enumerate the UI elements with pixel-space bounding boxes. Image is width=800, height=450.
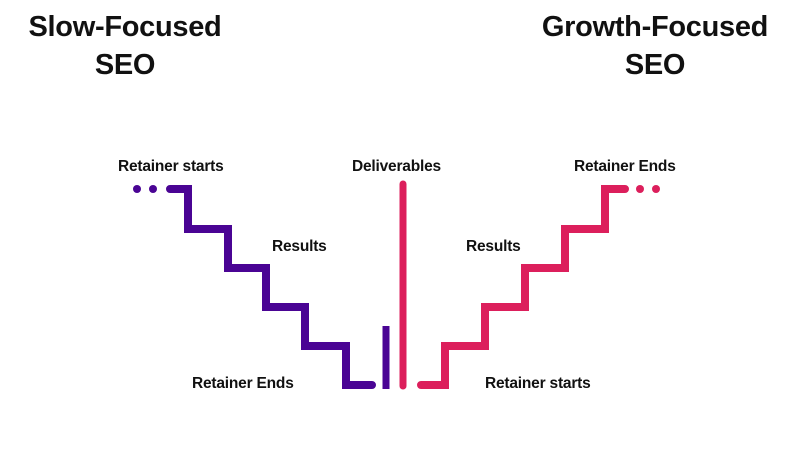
label-slow-retainer-starts: Retainer starts <box>118 158 224 175</box>
label-growth-retainer-starts: Retainer starts <box>485 375 591 392</box>
ellipsis-dot-icon <box>149 185 157 193</box>
label-growth-retainer-ends: Retainer Ends <box>574 158 676 175</box>
slow-focused-title-line1: Slow-Focused <box>28 11 222 43</box>
slow-focused-title-line2: SEO <box>94 49 156 81</box>
label-slow-retainer-ends: Retainer Ends <box>192 375 294 392</box>
slow-staircase-line <box>166 185 376 389</box>
growth-focused-title: Growth-Focused SEO <box>524 8 786 84</box>
label-growth-results: Results <box>466 238 521 255</box>
ellipsis-dot-icon <box>652 185 660 193</box>
label-deliverables: Deliverables <box>352 158 441 175</box>
ellipsis-dot-icon <box>133 185 141 193</box>
label-slow-results: Results <box>272 238 327 255</box>
slow-focused-title: Slow-Focused SEO <box>0 8 250 84</box>
growth-focused-staircase <box>417 185 660 389</box>
ellipsis-dot-icon <box>636 185 644 193</box>
slow-focused-staircase <box>133 185 390 389</box>
growth-focused-title-line2: SEO <box>624 49 686 81</box>
growth-focused-title-line1: Growth-Focused <box>541 11 769 43</box>
growth-staircase-line <box>417 185 629 389</box>
